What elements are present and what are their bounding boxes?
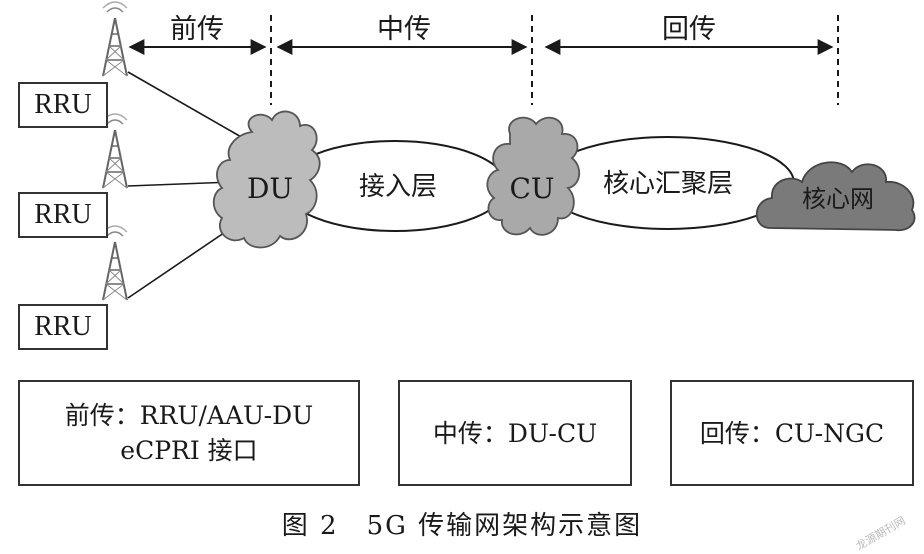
fronthaul-label: 前传 xyxy=(170,14,224,45)
midhaul-info-text: 中传：DU-CU xyxy=(432,418,598,448)
cu-label: CU xyxy=(509,172,554,205)
rru-label: RRU xyxy=(34,311,92,342)
core-network-label: 核心网 xyxy=(802,185,874,213)
rru-label: RRU xyxy=(34,89,92,120)
core-network-cloud-icon xyxy=(755,161,916,232)
rru-box: RRU xyxy=(18,304,108,350)
midhaul-label: 中传 xyxy=(377,14,431,45)
core-aggregation-label: 核心汇聚层 xyxy=(603,169,733,199)
access-layer-label: 接入层 xyxy=(359,172,437,202)
midhaul-info-box: 中传：DU-CU xyxy=(398,380,632,486)
fronthaul-info-box: 前传：RRU/AAU-DU eCPRI 接口 xyxy=(18,380,360,486)
du-label: DU xyxy=(247,172,293,205)
figure-caption: 图 2 5G 传输网架构示意图 xyxy=(281,511,643,541)
backhaul-label: 回传 xyxy=(662,14,716,45)
backhaul-info-text: 回传：CU-NGC xyxy=(699,418,885,448)
rru-du-link xyxy=(127,181,233,187)
rru-label: RRU xyxy=(34,199,92,230)
fronthaul-info-line1: 前传：RRU/AAU-DU xyxy=(64,401,314,430)
backhaul-info-box: 回传：CU-NGC xyxy=(670,380,914,486)
du-cloud-icon xyxy=(212,110,321,249)
cu-cloud-icon xyxy=(486,116,581,236)
antenna-tower-icon xyxy=(102,1,128,77)
rru-du-link xyxy=(127,71,251,143)
rru-box: RRU xyxy=(18,192,108,238)
rru-box: RRU xyxy=(18,82,108,128)
fronthaul-info-line2: eCPRI 接口 xyxy=(120,436,258,465)
rru-du-link xyxy=(127,221,241,299)
